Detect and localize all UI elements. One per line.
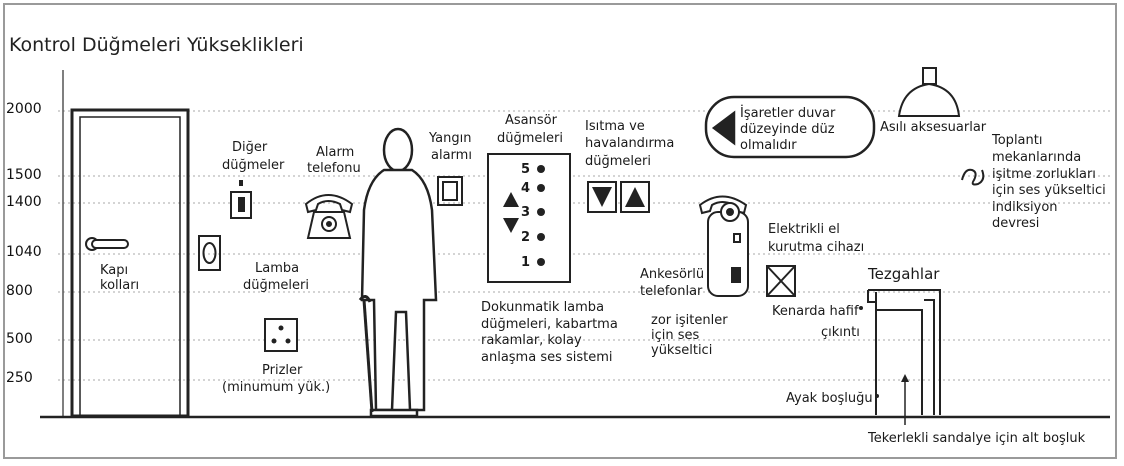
label-elevator-1: Asansör: [505, 113, 557, 128]
label-counters: Tezgahlar: [868, 265, 940, 283]
label-elevator-2: düğmeleri: [497, 131, 563, 146]
elevator-arrows: [503, 192, 519, 233]
label-meeting-6: devresi: [992, 216, 1040, 231]
sign-plate: [704, 95, 876, 159]
label-hvac-2: havalandırma: [585, 136, 675, 151]
height-gridlines: [58, 110, 1110, 381]
label-meeting-1: Toplantı: [992, 133, 1043, 148]
height-label-250: 250: [6, 370, 33, 386]
label-door-handle-2: kolları: [100, 278, 140, 293]
elevator-number-4: 4: [521, 181, 531, 196]
label-touch-1: Dokunmatik lamba: [481, 300, 605, 315]
label-other-buttons-2: düğmeler: [222, 158, 285, 173]
label-handset-2: telefonlar: [640, 284, 703, 299]
other-button-icon: [230, 180, 252, 219]
socket-icon: [264, 318, 298, 352]
label-hand-dryer-1: Elektrikli el: [768, 222, 840, 237]
label-fire-alarm-1: Yangın: [429, 131, 472, 146]
label-hanging-accessories: Asılı aksesuarlar: [880, 120, 987, 135]
label-meeting-4: için ses yükseltici: [992, 183, 1106, 198]
label-meeting-2: mekanlarında: [992, 150, 1082, 165]
label-door-handle-1: Kapı: [100, 263, 129, 278]
label-wheelchair-space: Tekerlekli sandalye için alt boşluk: [868, 431, 1086, 446]
label-hvac-1: Isıtma ve: [585, 119, 645, 134]
label-meeting-5: indiksiyon: [992, 200, 1058, 215]
door-handle-icon: [85, 237, 129, 251]
label-sockets-2: (minumum yük.): [222, 380, 331, 395]
label-signs-2: düzeyinde düz: [740, 122, 835, 137]
elevator-panel: [487, 153, 571, 283]
label-signs-1: İşaretler duvar: [740, 106, 836, 121]
label-alarm-phone-1: Alarm: [316, 145, 355, 160]
counter: [867, 289, 941, 415]
label-edge-1: Kenarda hafif: [772, 304, 859, 319]
image-frame: [3, 3, 1117, 459]
hvac-down-button-icon: [587, 181, 617, 213]
label-fire-alarm-2: alarmı: [431, 148, 472, 163]
height-label-500: 500: [6, 331, 33, 347]
height-label-1040: 1040: [6, 244, 42, 260]
hvac-up-button-icon: [620, 181, 650, 213]
walking-cane: [362, 299, 374, 413]
label-touch-4: anlaşma ses sistemi: [481, 350, 613, 365]
label-hearing-amp-2: için ses: [651, 328, 700, 343]
elevator-number-3: 3: [521, 205, 531, 220]
label-touch-2: düğmeleri, kabartma: [481, 317, 618, 332]
label-hand-dryer-2: kurutma cihazı: [768, 240, 865, 255]
label-hearing-amp-1: zor işitenler: [651, 313, 728, 328]
label-hearing-amp-3: yükseltici: [651, 343, 713, 358]
height-label-1500: 1500: [6, 167, 42, 183]
door: [70, 108, 190, 418]
label-hvac-3: düğmeleri: [585, 154, 651, 169]
elevator-dots: [537, 165, 545, 266]
label-other-buttons-1: Diğer: [232, 140, 268, 155]
diagram-title: Kontrol Düğmeleri Yükseklikleri: [9, 34, 304, 56]
label-alarm-phone-2: telefonu: [307, 161, 361, 176]
label-edge-2: çıkıntı: [821, 325, 860, 340]
height-label-800: 800: [6, 283, 33, 299]
label-touch-3: rakamlar, kolay: [481, 333, 582, 348]
elevator-number-1: 1: [521, 255, 531, 270]
label-sockets-1: Prizler: [262, 363, 303, 378]
label-signs-3: olmalıdır: [740, 138, 797, 153]
label-foot-space: Ayak boşluğu: [786, 391, 873, 406]
label-light-switches-2: düğmeleri: [243, 278, 309, 293]
elevator-number-2: 2: [521, 230, 531, 245]
hanging-lamp-icon: [897, 67, 961, 117]
label-meeting-3: işitme zorlukları: [992, 167, 1096, 182]
label-handset-1: Ankesörlü: [640, 267, 705, 282]
height-label-2000: 2000: [6, 101, 42, 117]
hearing-loop-icon: [961, 168, 985, 186]
person-figure: [360, 127, 438, 418]
handset-telephone-icon: [698, 195, 749, 297]
elevator-number-5: 5: [521, 162, 531, 177]
hand-dryer-icon: [766, 265, 796, 297]
alarm-telephone-icon: [304, 194, 354, 239]
fire-alarm-icon: [437, 176, 463, 206]
label-light-switches-1: Lamba: [255, 261, 300, 276]
height-label-1400: 1400: [6, 194, 42, 210]
light-switch-icon: [198, 235, 221, 271]
